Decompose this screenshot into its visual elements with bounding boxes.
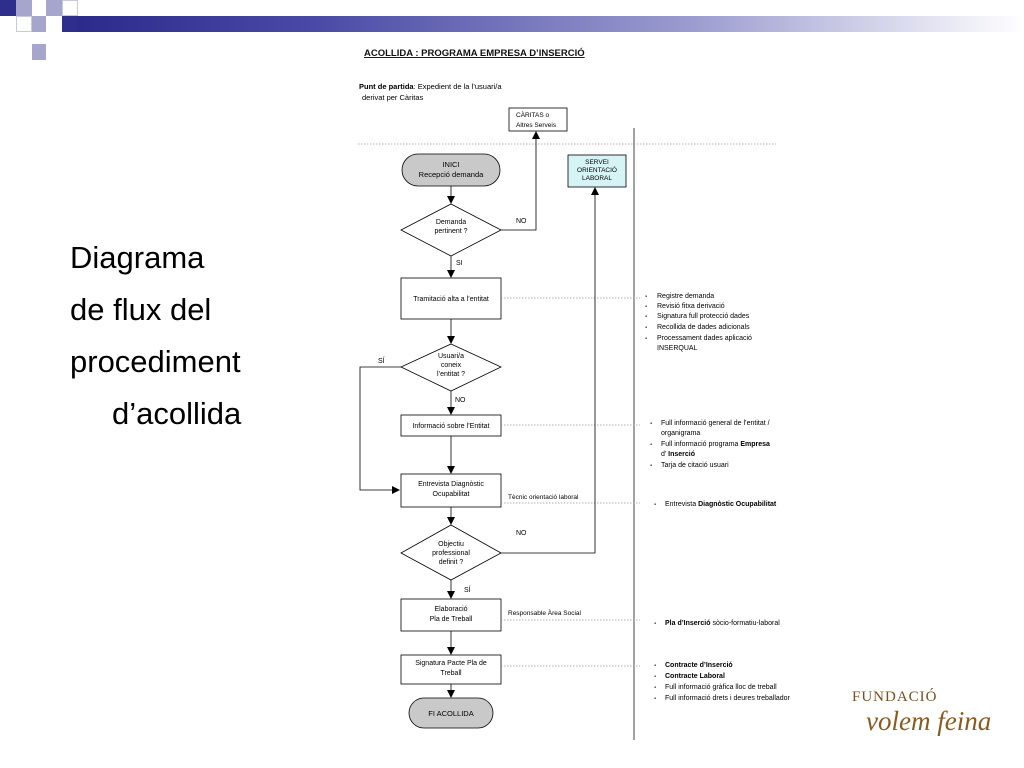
notes-entrevista: ▪ Entrevista Diagnòstic Ocupabilitat [654,501,777,508]
svg-text:▪: ▪ [654,685,656,691]
tecnic-label: Tècnic orientació laboral [508,494,579,501]
svg-text:▪: ▪ [654,663,656,669]
notes-signatura: ▪ Contracte d’Inserció ▪ Contracte Labor… [654,662,791,702]
note-item: Full informació drets i deures treballad… [665,695,791,702]
demanda-label: pertinent ? [434,228,467,235]
svg-text:▪: ▪ [650,442,652,448]
note-item: d’ Inserció [661,451,695,458]
note-item: Processament dades aplicació [657,335,752,342]
signatura-label: Signatura Pacte Pla de [415,660,487,667]
deco-square [32,44,46,60]
si-label: SÍ [464,585,471,594]
title-line: de flux del [70,292,212,327]
entrevista-label: Entrevista Diagnòstic [418,481,484,488]
note-item: Revisió fitxa derivació [657,303,725,310]
no-label: NO [455,397,466,404]
note-item: Signatura full protecció dades [657,313,750,320]
notes-pla: ▪ Pla d’Inserció sòcio-formatiu-laboral [654,620,780,627]
elaboracio-label: Pla de Treball [430,616,473,623]
svg-text:▪: ▪ [654,696,656,702]
title-line: Diagrama [70,240,205,275]
note-item: Contracte Laboral [665,673,725,680]
entrevista-label: Ocupabilitat [433,491,470,498]
no-label: NO [516,530,527,537]
note-item: Full informació gràfica lloc de treball [665,684,777,691]
svg-text:▪: ▪ [650,463,652,469]
note-item: Recollida de dades adicionals [657,324,750,331]
note-item: Entrevista Diagnòstic Ocupabilitat [665,501,777,508]
objectiu-label: professional [432,550,470,557]
signatura-box [400,654,502,685]
title-line: d’acollida [112,396,242,431]
deco-square [32,16,46,32]
deco-square [16,0,32,16]
elaboracio-box [400,598,502,632]
note-item: Full informació programa Empresa [661,441,770,448]
svg-text:▪: ▪ [654,621,656,627]
fi-label: FI ACOLLIDA [428,709,473,718]
svg-text:▪: ▪ [654,502,656,508]
servei-box-label: SERVEI [585,159,609,166]
svg-text:▪: ▪ [650,421,652,427]
svg-text:▪: ▪ [645,304,647,310]
note-item: Contracte d’Inserció [665,662,733,669]
title-line: procediment [70,344,241,379]
inici-label: INICI [442,160,459,169]
elaboracio-label: Elaboració [434,606,467,613]
signatura-label: Treball [440,670,462,677]
deco-square [46,0,62,16]
svg-text:▪: ▪ [654,674,656,680]
si-label: SI [456,260,463,267]
title-bar [78,16,1024,32]
start-point: Punt de partida: Expedient de la l’usuar… [359,82,502,91]
servei-box-label: ORIENTACIÓ [577,165,617,174]
inici-label: Recepció demanda [419,170,484,179]
deco-square [62,0,78,16]
deco-square [16,16,32,32]
no-label: NO [516,218,527,225]
svg-text:▪: ▪ [645,294,647,300]
logo-volem-feina: volem feina [866,706,992,736]
caritas-box-label: Altres Serveis [516,122,557,129]
usuari-label: coneix [441,362,462,369]
tramitacio-label: Tramitació alta a l’entitat [413,296,489,303]
responsable-label: Responsable Àrea Social [508,608,582,617]
slide-title: Diagrama de flux del procediment d’acoll… [70,232,330,440]
svg-text:▪: ▪ [645,325,647,331]
usuari-label: l’entitat ? [437,371,465,378]
note-item: Pla d’Inserció sòcio-formatiu-laboral [665,620,780,627]
notes-tramitacio: ▪ Registre demanda ▪ Revisió fitxa deriv… [645,293,752,352]
si-label: SÍ [378,356,385,365]
entrevista-box [400,473,502,508]
deco-square [0,0,16,16]
demanda-label: Demanda [436,219,466,226]
informacio-label: Informació sobre l’Entitat [412,423,489,430]
note-item: INSERQUAL [657,345,698,352]
diagram-header: ACOLLIDA : PROGRAMA EMPRESA D’INSERCIÓ [364,47,585,59]
note-item: organigrama [661,430,700,437]
usuari-label: Usuari/a [438,353,464,360]
fi-terminator [408,697,494,729]
objectiu-label: definit ? [439,559,464,566]
note-item: Registre demanda [657,293,714,300]
svg-text:▪: ▪ [645,314,647,320]
notes-informacio: ▪ Full informació general de l’entitat /… [650,420,770,469]
objectiu-label: Objectiu [438,541,464,548]
logo-fundacio: FUNDACIÓ [852,689,938,705]
note-item: Tarja de citació usuari [661,462,729,469]
caritas-box-label: CÀRITAS o [516,110,549,119]
deco-square [62,16,78,32]
servei-orientacio-box [567,154,627,188]
note-item: Full informació general de l’entitat / [661,420,770,427]
svg-text:▪: ▪ [645,336,647,342]
start-point-line2: derivat per Càritas [362,93,424,102]
servei-box-label: LABORAL [582,175,612,182]
